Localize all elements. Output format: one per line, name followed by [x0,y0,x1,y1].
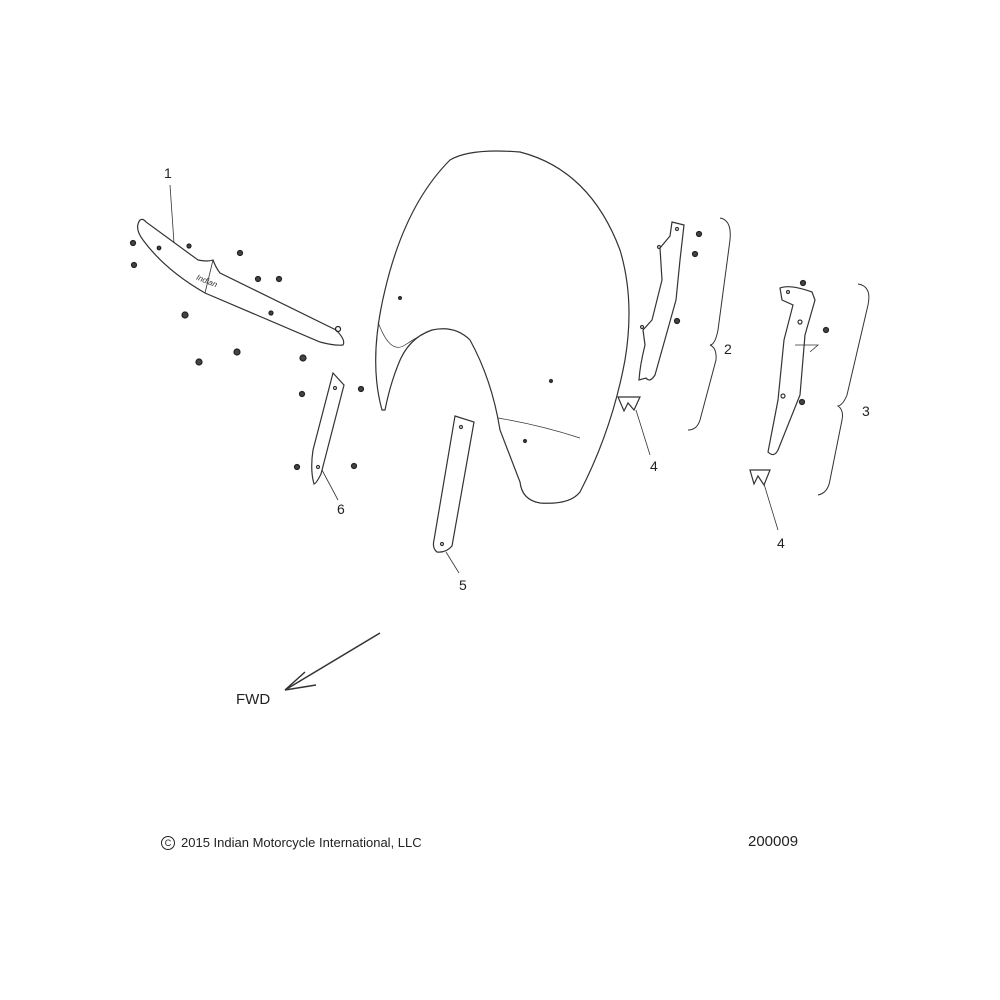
copyright-notice: C 2015 Indian Motorcycle International, … [161,835,422,850]
figure-number: 200009 [748,833,799,850]
callout-1: 1 [164,165,172,181]
windshield [375,150,630,504]
forward-label: FWD [236,691,271,708]
part-2-bracket [617,217,731,456]
part-6-bracket [311,371,345,501]
callout-4b: 4 [777,535,785,551]
callout-4a: 4 [650,458,658,474]
callout-3: 3 [862,403,870,419]
callout-6: 6 [337,501,345,517]
copyright-icon: C [161,835,175,850]
callout-5: 5 [459,577,467,593]
callout-2: 2 [724,341,732,357]
part-5-bracket [432,415,475,574]
part-1-trim-strip: Indian [137,184,345,346]
fasteners [129,230,830,471]
svg-text:Indian: Indian [195,273,219,290]
copyright-text: 2015 Indian Motorcycle International, LL… [181,835,422,850]
part-3-bracket [749,283,870,531]
forward-arrow [284,632,381,691]
